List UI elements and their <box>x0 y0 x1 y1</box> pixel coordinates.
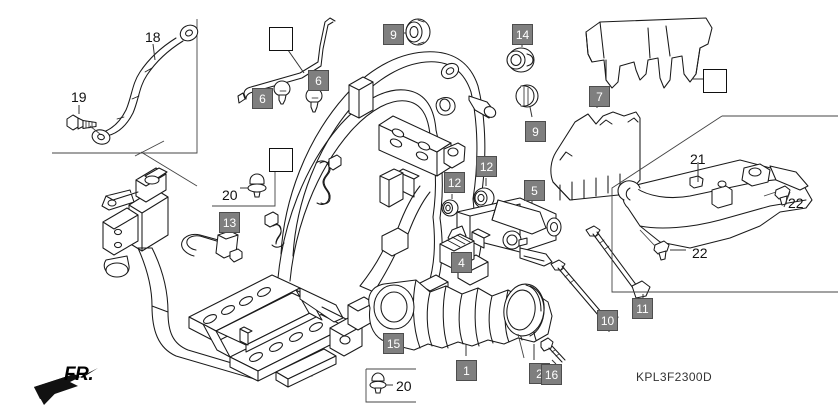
callout-13[interactable]: 13 <box>219 212 240 233</box>
callout-12[interactable]: 12 <box>444 172 465 193</box>
steering-head-assembly <box>101 167 169 313</box>
callout-12[interactable]: 12 <box>476 156 497 177</box>
callout-10[interactable]: 10 <box>597 310 618 331</box>
callout-15[interactable]: 15 <box>383 333 404 354</box>
callout-box-20-lower <box>365 368 416 403</box>
part-11-long-bolt <box>585 225 651 305</box>
eb-top-left[interactable] <box>269 27 293 51</box>
frame-plate-top-right <box>585 17 713 89</box>
callout-19[interactable]: 19 <box>71 89 87 105</box>
callout-9[interactable]: 9 <box>525 121 546 142</box>
part-12-bushing-a <box>473 178 495 209</box>
callout-9[interactable]: 9 <box>383 24 404 45</box>
part-7-heat-shield <box>550 100 641 201</box>
part-12-bushing-b <box>441 194 459 217</box>
eb-mid-left[interactable] <box>269 148 293 172</box>
part-22-screw-b <box>763 185 791 208</box>
frame-grommet-boss <box>440 62 460 80</box>
part-19-ground-bolt <box>66 105 101 135</box>
part-18-ground-cable <box>91 24 199 145</box>
callout-20[interactable]: 20 <box>222 187 238 203</box>
callout-22[interactable]: 22 <box>692 245 708 261</box>
frame-cross-bracket <box>378 115 452 198</box>
lower-frame-rails <box>151 274 347 388</box>
part-5-engine-hanger <box>447 196 562 267</box>
callout-22[interactable]: 22 <box>788 195 804 211</box>
callout-5[interactable]: 5 <box>524 180 545 201</box>
front-direction-label: FR. <box>64 364 94 385</box>
callout-box-20-upper <box>212 167 276 207</box>
frame-pivot-area <box>329 185 431 357</box>
callout-1[interactable]: 1 <box>456 360 477 381</box>
callout-21[interactable]: 21 <box>690 151 706 167</box>
callout-16[interactable]: 16 <box>541 364 562 385</box>
part-2-band-ring <box>503 283 545 360</box>
callout-4[interactable]: 4 <box>451 252 472 273</box>
callout-6[interactable]: 6 <box>252 88 273 109</box>
part-14-rubber-mount <box>506 36 535 73</box>
callout-11[interactable]: 11 <box>632 298 653 319</box>
detail-box-upper-left <box>52 19 198 187</box>
frame-lugs <box>435 95 497 169</box>
callout-6[interactable]: 6 <box>308 70 329 91</box>
frame-upright-posts <box>348 76 404 208</box>
callout-20[interactable]: 20 <box>396 378 412 394</box>
part-21-under-cover <box>617 159 813 249</box>
part-1-air-tube <box>368 279 553 356</box>
detail-box-lower-right <box>611 115 838 293</box>
part-22-screw-a <box>639 229 686 261</box>
callout-14[interactable]: 14 <box>512 24 533 45</box>
frame-wire-clips <box>264 154 342 248</box>
diagram-code: KPL3F2300D <box>636 370 713 384</box>
fr-direction-arrow <box>34 368 98 405</box>
part-9-grommet-right <box>515 84 539 118</box>
part-9-grommet-top <box>404 18 431 46</box>
part-16-flange-bolt <box>540 337 566 365</box>
callout-18[interactable]: 18 <box>145 29 161 45</box>
part-13-harness-clamp <box>181 224 243 263</box>
eb-top-right[interactable] <box>703 69 727 93</box>
callout-7[interactable]: 7 <box>589 86 610 107</box>
